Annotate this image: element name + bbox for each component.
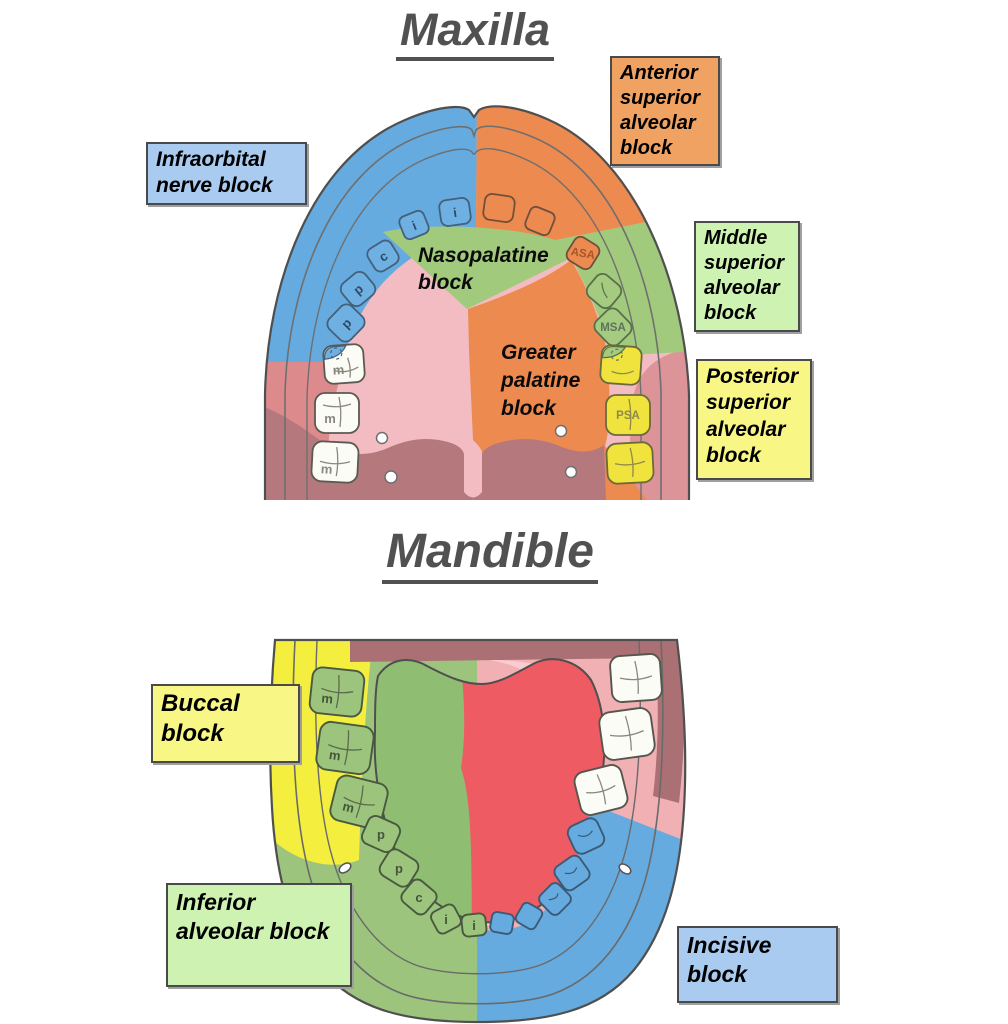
tooth-letter: p: [395, 861, 403, 876]
tooth-letter: i: [444, 912, 448, 927]
mandible-foramen-left: [338, 862, 352, 874]
mandible-tooth-premolar2-right: [566, 817, 606, 855]
tooth-letter: i: [472, 918, 476, 933]
callout-label: Buccal block: [161, 690, 240, 747]
maxilla-gum-contour-outer: [284, 125, 662, 500]
maxilla-tooth-premolar2-msa: MSA: [593, 307, 633, 347]
mandible-tooth-incisor1-right: [489, 911, 515, 935]
callout-label: Incisive block: [687, 932, 772, 987]
maxilla-tooth-lateral-incisor-right: [524, 205, 556, 237]
mandible-tooth-molar3-left: m: [329, 774, 389, 830]
callout-label: Posterior superior alveolar block: [706, 365, 799, 467]
mandible-tooth-canine-right: [538, 882, 572, 916]
callout-infraorbital-nerve-block: Infraorbital nerve block: [146, 142, 307, 205]
maxilla-arch-outline: [263, 105, 691, 500]
callout-label: Anterior superior alveolar block: [620, 62, 701, 159]
callout-posterior-superior-alveolar-block: Posterior superior alveolar block: [696, 359, 812, 480]
psa-tooth-label: PSA: [616, 410, 640, 422]
maxilla-title: Maxilla: [330, 4, 620, 61]
maxilla-tooth-molar1-left: m: [322, 343, 366, 385]
maxilla-tooth-canine-asa: ASA: [565, 235, 601, 271]
nasopalatine-block-label: block: [418, 271, 474, 294]
greater-palatine-block-label: palatine: [500, 369, 581, 392]
maxilla-tooth-molar1-right: [599, 344, 643, 386]
mandible-tooth-incisor2-left: i: [460, 912, 488, 938]
nasopalatine-block-label: Nasopalatine: [418, 244, 549, 267]
maxilla-tooth-premolar1-msa: [585, 273, 623, 309]
tooth-letter: i: [410, 218, 419, 233]
maxilla-tooth-molar2-psa: PSA: [605, 394, 651, 436]
callout-middle-superior-alveolar-block: Middle superior alveolar block: [694, 221, 800, 332]
greater-palatine-block-label: Greater: [501, 341, 578, 364]
mandible-gum-contour-outer: [292, 640, 664, 1005]
mandible-tooth-canine-left: c: [400, 878, 438, 916]
callout-buccal-block: Buccal block: [151, 684, 300, 763]
mandible-arch-outline: [269, 638, 687, 1024]
maxilla-tooth-lateral-incisor-left: i: [398, 209, 430, 241]
mandible-gum-contour-inner: [315, 640, 641, 975]
maxilla-foramen-dot: [375, 431, 389, 445]
asa-tooth-label: ASA: [570, 246, 596, 262]
tooth-letter: m: [320, 461, 332, 477]
mandible-tooth-premolar1-right: [553, 854, 591, 892]
mandible-tooth-molar1-right: [573, 764, 629, 816]
mandible-foramen-right: [618, 863, 632, 875]
tooth-letter: p: [377, 827, 385, 842]
maxilla-foramen-dot: [554, 424, 568, 438]
maxilla-tooth-premolar1-left: p: [339, 271, 377, 307]
mandible-title: Mandible: [340, 524, 640, 584]
callout-incisive-block: Incisive block: [677, 926, 838, 1003]
callout-inferior-alveolar-block: Inferior alveolar block: [166, 883, 352, 987]
msa-tooth-label: MSA: [600, 322, 626, 334]
tooth-letter: m: [321, 690, 334, 706]
mandible-tooth-molar2-left: m: [315, 720, 375, 776]
callout-label: Infraorbital nerve block: [156, 148, 273, 198]
tooth-letter: m: [341, 798, 356, 815]
greater-palatine-block-label: block: [501, 397, 557, 420]
maxilla-foramen-dot: [564, 465, 578, 479]
maxilla-tooth-molar3-left: m: [310, 440, 360, 484]
maxilla-tooth-premolar2-left: p: [326, 303, 366, 343]
tooth-letter: c: [415, 890, 422, 905]
mandible-throat-region: [350, 640, 685, 803]
mandible-title-text: Mandible: [381, 524, 598, 584]
mandible-tooth-incisor2-right: [514, 901, 544, 931]
callout-label: Inferior alveolar block: [176, 889, 330, 944]
maxilla-tooth-canine-left: c: [366, 239, 400, 273]
mandible-tooth-molar1-left: m: [308, 666, 366, 718]
maxilla-foramen-dot: [384, 470, 398, 484]
mandible-tooth-premolar2-left: p: [378, 848, 420, 888]
maxilla-tooth-molar3-right: [605, 441, 655, 485]
mandible-tooth-incisor1-left: i: [430, 903, 462, 935]
callout-anterior-superior-alveolar-block: Anterior superior alveolar block: [610, 56, 720, 166]
tooth-letter: i: [452, 205, 458, 220]
maxilla-title-text: Maxilla: [395, 4, 555, 61]
tooth-letter: m: [328, 747, 342, 763]
mandible-tooth-premolar1-left: p: [360, 814, 402, 854]
maxilla-tooth-central-incisor-right: [482, 193, 516, 223]
maxilla-tooth-central-incisor-left: i: [438, 197, 472, 227]
tooth-letter: m: [332, 362, 345, 378]
callout-label: Middle superior alveolar block: [704, 227, 785, 324]
mandible-tooth-molar3-right: [609, 653, 663, 703]
maxilla-tooth-molar2-left: m: [314, 392, 360, 434]
mandible-tongue-left-green-overlay: [374, 659, 472, 923]
maxilla-gum-contour-inner: [306, 148, 642, 500]
tooth-letter: m: [324, 411, 336, 426]
mandible-tooth-molar2-right: [598, 707, 656, 761]
